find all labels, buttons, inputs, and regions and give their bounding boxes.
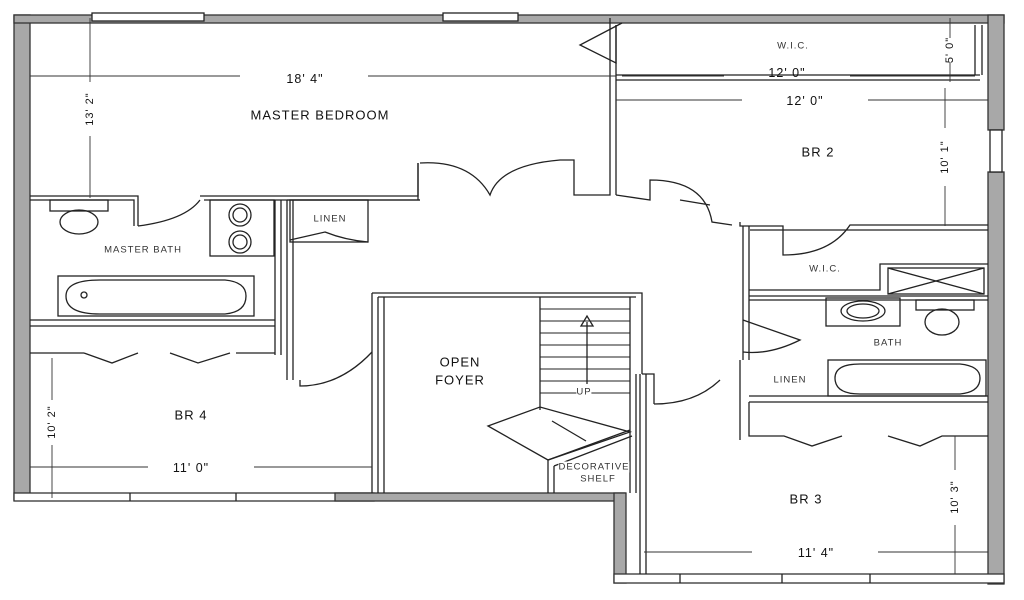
br4-depth-dimension: 10' 2" (46, 405, 58, 439)
master-bedroom-label: MASTER BEDROOM (250, 107, 390, 123)
master-bedroom-width-dimension: 18' 4" (286, 72, 324, 86)
exterior-wall-bottom-right (613, 573, 1005, 584)
master-bath-label: MASTER BATH (104, 244, 182, 256)
open-foyer-label-line1: OPEN (439, 354, 481, 370)
exterior-wall-step (613, 492, 627, 584)
br4-label: BR 4 (174, 407, 208, 423)
open-foyer-label-line2: FOYER (435, 372, 485, 388)
bath-linen-label: LINEN (773, 374, 807, 386)
exterior-wall-right-lower (987, 171, 1005, 585)
exterior-wall-left (13, 14, 31, 501)
br2-wic-label: W.I.C. (809, 263, 841, 275)
br4-width-dimension: 11' 0" (172, 461, 210, 475)
exterior-wall-bottom-mid (334, 492, 626, 502)
wic-top-label: W.I.C. (777, 40, 809, 52)
br3-width-dimension: 11' 4" (797, 546, 835, 560)
decorative-shelf-label-line2: SHELF (580, 473, 616, 485)
wic-top-depth-dimension: 5' 0" (944, 36, 956, 64)
br2-label: BR 2 (801, 144, 835, 160)
exterior-wall-right (987, 14, 1005, 131)
dimension-lines (30, 18, 988, 574)
stairs-up-label: UP (576, 386, 592, 398)
br2-depth-dimension: 10' 1" (939, 140, 951, 174)
br3-depth-dimension: 10' 3" (949, 480, 961, 514)
hall-linen-label: LINEN (313, 213, 347, 225)
master-bedroom-depth-dimension: 13' 2" (84, 92, 96, 126)
br3-label: BR 3 (789, 491, 823, 507)
decorative-shelf-label-line1: DECORATIVE (558, 461, 630, 473)
wic-top-width-dimension: 12' 0" (768, 66, 806, 80)
exterior-wall-bottom-left (13, 492, 375, 502)
bath-label: BATH (873, 337, 903, 349)
br2-width-dimension: 12' 0" (786, 94, 824, 108)
